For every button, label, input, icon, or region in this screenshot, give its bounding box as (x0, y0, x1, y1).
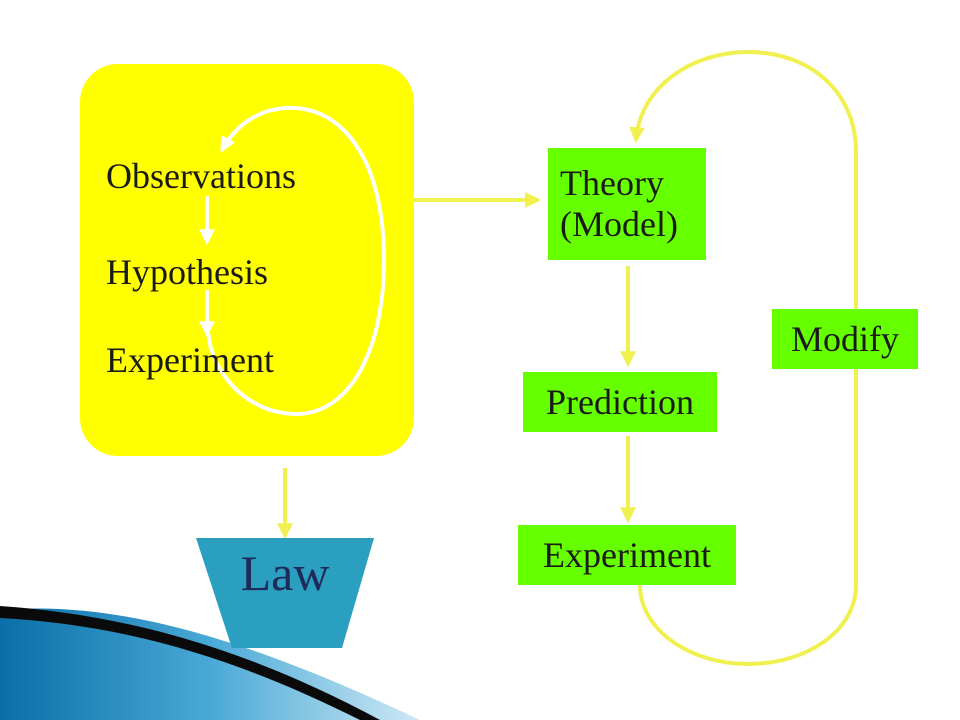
law-shape (196, 538, 374, 648)
prediction-box: Prediction (523, 372, 717, 432)
feedback-loop-bottom (638, 584, 858, 667)
feedback-loop-top (629, 49, 858, 153)
law-label: Law (240, 545, 330, 601)
theory-label: Theory (560, 162, 664, 203)
label-observations: Observations (106, 156, 296, 196)
label-experiment-left: Experiment (106, 340, 274, 380)
model-label: (Model) (560, 204, 678, 244)
label-hypothesis: Hypothesis (106, 252, 268, 292)
iteration-loop-lower (206, 331, 297, 416)
modify-box: Modify (772, 309, 918, 369)
decorative-swoosh (0, 606, 420, 720)
observation-panel (80, 64, 414, 456)
theory-model-box: Theory (Model) (548, 148, 706, 260)
experiment-box: Experiment (518, 525, 736, 585)
iteration-loop (220, 105, 387, 416)
